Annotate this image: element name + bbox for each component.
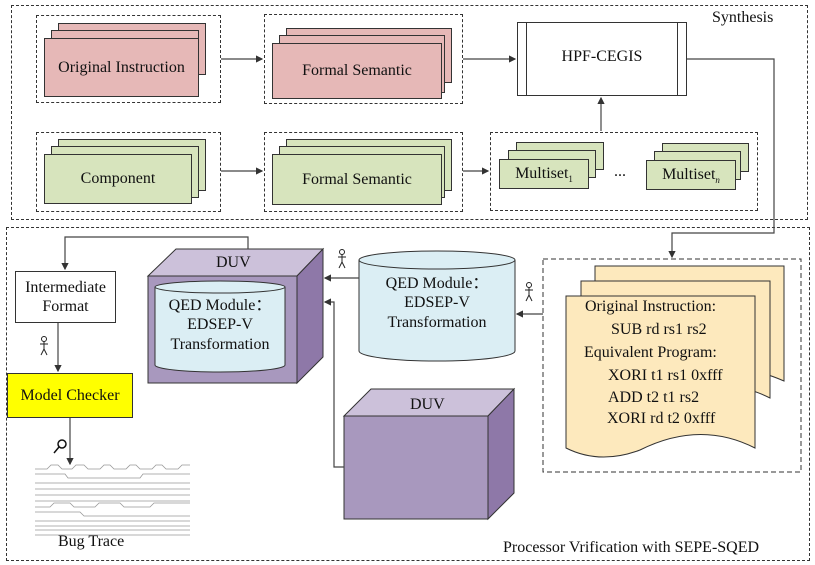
formal-semantic-bottom-box[interactable]: Formal Semantic xyxy=(272,154,442,205)
intermediate-format-line1: Intermediate xyxy=(25,278,106,296)
actor-icon xyxy=(338,249,346,269)
doc-original-instruction-line: SUB rd rs1 rs2 xyxy=(611,321,707,338)
bug-trace-waveform[interactable] xyxy=(35,464,190,536)
doc-original-instruction-heading: Original Instruction: xyxy=(585,298,717,315)
verification-title: Processor Vrification with SEPE-SQED xyxy=(503,539,760,556)
multiset-group xyxy=(490,132,758,211)
doc-program-line-3: XORI rd t2 0xfff xyxy=(607,410,716,427)
qed-inner-text: QED Module： EDSEP-V Transformation xyxy=(155,292,285,358)
qed-standalone-cylinder[interactable] xyxy=(358,250,516,362)
doc-program-line-2: ADD t2 t1 rs2 xyxy=(608,389,700,406)
actor-icon xyxy=(40,336,48,356)
component-box[interactable]: Component xyxy=(44,154,192,204)
qed-standalone-line2: EDSEP-V xyxy=(404,294,470,312)
document-stack[interactable] xyxy=(565,265,785,458)
component-group xyxy=(36,132,221,212)
model-checker-box[interactable]: Model Checker xyxy=(7,373,133,418)
connectors xyxy=(54,55,775,468)
hpf-cegis-right-bar xyxy=(677,22,678,96)
qed-standalone-text: QED Module： EDSEP-V Transformation xyxy=(362,270,512,336)
duv-bottom-label: DUV xyxy=(410,396,445,413)
actor-icon xyxy=(525,282,533,302)
doc-equivalent-program-heading: Equivalent Program: xyxy=(584,344,717,361)
duv-bottom-front-face xyxy=(343,415,489,520)
synthesis-title: Synthesis xyxy=(712,9,774,26)
doc-program-line-1: XORI t1 rs1 0xfff xyxy=(608,367,723,384)
original-instruction-group xyxy=(36,15,221,103)
multiset-1-box[interactable]: Multiset1 xyxy=(499,159,589,189)
magnifier-icon xyxy=(53,439,67,454)
original-instruction-label: Original Instruction xyxy=(58,58,185,76)
multiset-1-label: Multiset1 xyxy=(515,164,573,184)
qed-inner-line1: QED Module： xyxy=(168,297,272,315)
duv-bottom-cube[interactable] xyxy=(342,387,516,521)
qed-standalone-line3: Transformation xyxy=(387,313,487,331)
formal-semantic-top-label: Formal Semantic xyxy=(302,62,412,80)
multiset-n-box[interactable]: Multisetn xyxy=(646,160,736,190)
original-instruction-box[interactable]: Original Instruction xyxy=(44,38,199,97)
multiset-n-label: Multisetn xyxy=(662,165,720,185)
formal-semantic-bottom-group xyxy=(264,132,463,212)
model-checker-label: Model Checker xyxy=(20,386,120,404)
qed-inner-line2: EDSEP-V xyxy=(187,316,253,334)
intermediate-format-line2: Format xyxy=(42,298,89,315)
multiset-ellipsis: ... xyxy=(614,163,626,180)
formal-semantic-top-box[interactable]: Formal Semantic xyxy=(272,43,442,99)
hpf-cegis-box[interactable]: HPF-CEGIS xyxy=(517,22,687,96)
qed-inner-cylinder[interactable] xyxy=(154,280,286,373)
document-group-border xyxy=(542,258,802,473)
verification-region xyxy=(6,227,810,561)
hpf-cegis-label: HPF-CEGIS xyxy=(561,48,643,66)
intermediate-format-box[interactable]: Intermediate Format xyxy=(15,271,116,323)
formal-semantic-top-group xyxy=(264,14,463,104)
component-label: Component xyxy=(80,170,156,188)
duv-top-label: DUV xyxy=(216,254,251,271)
hpf-cegis-left-bar xyxy=(526,22,527,96)
formal-semantic-bottom-label: Formal Semantic xyxy=(302,170,412,188)
qed-standalone-line1: QED Module： xyxy=(385,275,489,293)
synthesis-region xyxy=(11,5,808,220)
qed-inner-line3: Transformation xyxy=(170,335,270,353)
bug-trace-label: Bug Trace xyxy=(58,533,125,550)
